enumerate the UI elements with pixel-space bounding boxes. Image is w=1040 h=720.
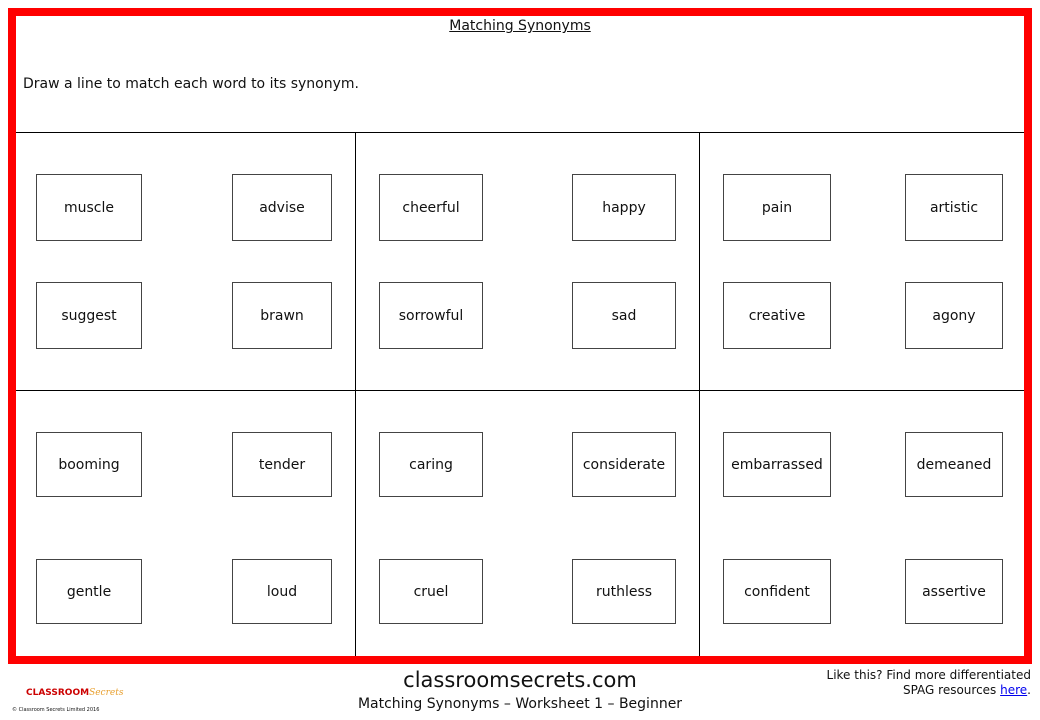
word-box: artistic [905,174,1003,241]
word-box: loud [232,559,332,624]
word-box: muscle [36,174,142,241]
word-box: sad [572,282,676,349]
grid-divider [699,132,700,656]
promo-text: Like this? Find more differentiated SPAG… [827,668,1031,698]
copyright: © Classroom Secrets Limited 2016 [12,707,100,713]
promo-line: SPAG resources [902,683,1001,697]
promo-end: . [1027,683,1031,697]
worksheet-title: Matching Synonyms [449,18,591,34]
word-box: creative [723,282,831,349]
word-box: brawn [232,282,332,349]
word-box: demeaned [905,432,1003,497]
word-box: agony [905,282,1003,349]
word-box: assertive [905,559,1003,624]
word-box: booming [36,432,142,497]
word-box: considerate [572,432,676,497]
instruction: Draw a line to match each word to its sy… [23,76,359,92]
site-name: classroomsecrets.com [403,668,637,692]
word-box: confident [723,559,831,624]
word-box: caring [379,432,483,497]
word-box: cheerful [379,174,483,241]
grid-divider [16,390,1024,391]
word-box: gentle [36,559,142,624]
word-box: sorrowful [379,282,483,349]
word-box: advise [232,174,332,241]
worksheet-subtitle: Matching Synonyms – Worksheet 1 – Beginn… [357,696,683,712]
word-box: embarrassed [723,432,831,497]
grid-divider [355,132,356,656]
promo-line: Like this? Find more differentiated [826,668,1031,682]
word-box: tender [232,432,332,497]
word-box: suggest [36,282,142,349]
here-link[interactable]: here [1000,683,1028,697]
classroom-secrets-logo: CLASSROOMSecrets [26,688,124,698]
word-box: pain [723,174,831,241]
worksheet-border [8,8,1032,664]
word-box: cruel [379,559,483,624]
grid-divider [16,132,1024,133]
word-box: ruthless [572,559,676,624]
word-box: happy [572,174,676,241]
